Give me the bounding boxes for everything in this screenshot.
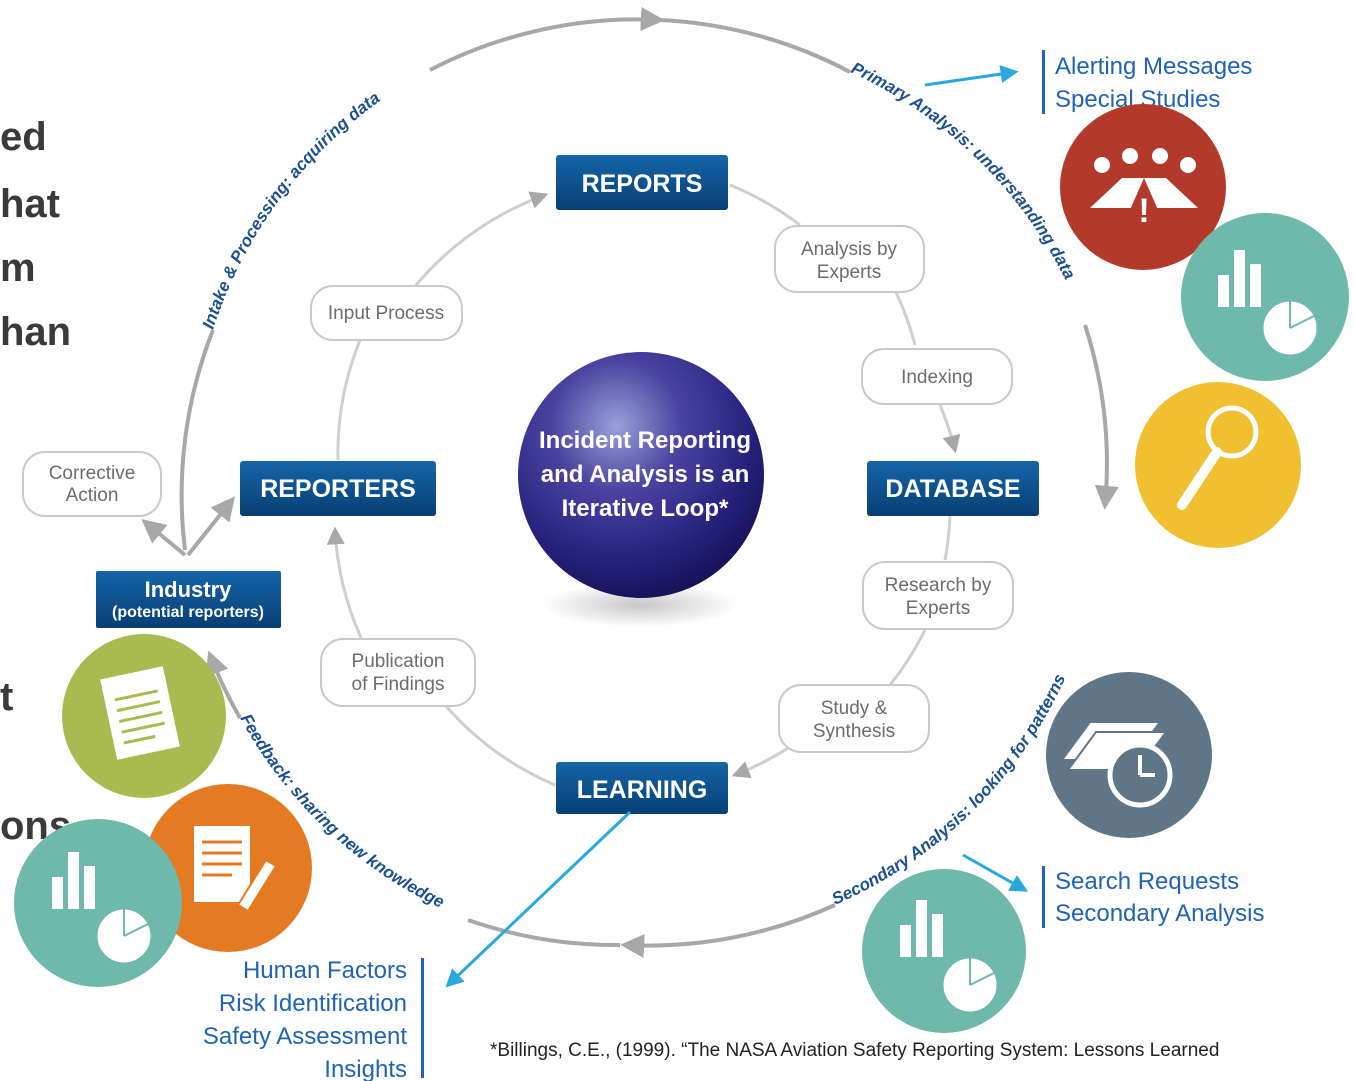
svg-text:Publication: Publication <box>352 651 445 672</box>
bar-pie-chart-icon <box>1181 213 1349 381</box>
edit-document-icon <box>144 784 312 952</box>
output-item: Human Factors <box>243 957 407 984</box>
database-node: DATABASE <box>867 461 1039 516</box>
step-corrective-action: Corrective Action <box>22 451 162 517</box>
output-item: Secondary Analysis <box>1055 900 1264 927</box>
output-item: Search Requests <box>1055 868 1239 895</box>
svg-text:Corrective: Corrective <box>49 463 136 484</box>
svg-text:Synthesis: Synthesis <box>813 721 895 742</box>
reports-node: REPORTS <box>556 155 728 210</box>
bar-pie-chart-icon <box>14 819 182 987</box>
svg-text:Research by: Research by <box>885 575 992 596</box>
outer-loop <box>179 7 1119 958</box>
bar-pie-chart-icon <box>862 869 1026 1033</box>
svg-text:Study &: Study & <box>821 698 888 719</box>
svg-text:Input Process: Input Process <box>328 303 444 324</box>
reporters-node: REPORTERS <box>240 461 436 516</box>
output-item: Alerting Messages <box>1055 53 1252 80</box>
magnifier-icon <box>1135 382 1301 548</box>
center-title-line: Incident Reporting <box>539 427 751 454</box>
meeting-alert-icon: ! <box>1060 104 1226 270</box>
svg-text:Experts: Experts <box>906 598 970 619</box>
step-study-synthesis: Study & Synthesis <box>778 684 930 753</box>
step-publication-of-findings: Publication of Findings <box>320 638 476 707</box>
sphere-shadow <box>540 583 740 627</box>
industry-node: Industry (potential reporters) <box>96 571 281 628</box>
left-text-fragment: t <box>0 675 14 719</box>
learning-node: LEARNING <box>556 762 728 814</box>
output-item: Safety Assessment <box>203 1023 407 1050</box>
citation-text: *Billings, C.E., (1999). “The NASA Aviat… <box>490 1040 1220 1061</box>
svg-text:!: ! <box>1138 192 1149 230</box>
center-title-line: Iterative Loop* <box>562 495 729 522</box>
industry-label: Industry <box>145 577 233 602</box>
output-arrows <box>445 65 1029 988</box>
svg-text:Action: Action <box>66 485 119 506</box>
step-input-process: Input Process <box>310 285 463 341</box>
svg-text:Experts: Experts <box>817 262 881 283</box>
documents-clock-icon <box>1046 672 1212 838</box>
left-text-fragment: ed <box>0 115 47 159</box>
svg-text:Indexing: Indexing <box>901 367 973 388</box>
secondary-outputs: Search Requests Secondary Analysis <box>1042 866 1264 928</box>
step-research-by-experts: Research by Experts <box>862 561 1014 630</box>
reporters-label: REPORTERS <box>260 475 416 503</box>
learning-label: LEARNING <box>577 776 708 804</box>
center-sphere <box>518 352 764 598</box>
step-indexing: Indexing <box>861 348 1013 405</box>
reports-label: REPORTS <box>582 170 703 198</box>
step-analysis-by-experts: Analysis by Experts <box>774 225 925 293</box>
svg-text:Analysis by: Analysis by <box>801 239 898 260</box>
industry-sublabel: (potential reporters) <box>112 604 264 621</box>
center-title-line: and Analysis is an <box>541 461 750 488</box>
left-text-fragment: hat <box>0 182 60 226</box>
output-item: Insights <box>324 1056 407 1081</box>
svg-text:of Findings: of Findings <box>352 674 445 695</box>
report-document-icon <box>62 634 226 798</box>
database-label: DATABASE <box>885 475 1020 503</box>
primary-outputs: Alerting Messages Special Studies <box>1042 50 1252 114</box>
feedback-outputs: Human Factors Risk Identification Safety… <box>203 957 424 1081</box>
industry-arrows <box>141 496 235 557</box>
left-text-fragment: m <box>0 246 36 290</box>
left-text-fragment: han <box>0 310 72 354</box>
output-item: Risk Identification <box>219 990 407 1017</box>
